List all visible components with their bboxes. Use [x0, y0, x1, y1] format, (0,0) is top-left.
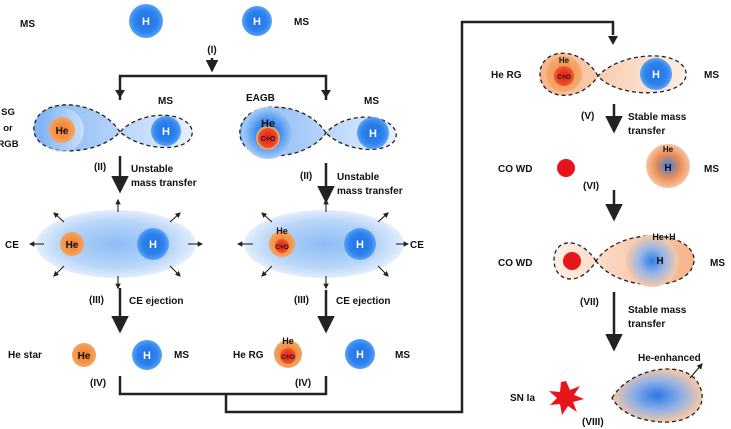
he-core-star	[49, 117, 75, 143]
step-vii: (VII)	[580, 297, 599, 308]
ms-label: MS	[174, 350, 189, 361]
ms-label: MS	[704, 164, 719, 175]
co-label: C+O	[275, 244, 289, 251]
ms-label: MS	[158, 96, 173, 107]
h-label: H	[664, 163, 671, 174]
h-label: H	[356, 239, 364, 251]
co-wd-mass-transfer: He+H H CO WD MS	[498, 232, 725, 287]
co-label: C+O	[261, 136, 276, 143]
unstable-label-left-1: Unstable	[131, 164, 174, 175]
step-i: (I)	[207, 45, 216, 56]
step-ii-right: (II)	[300, 171, 312, 182]
co-label: C+O	[281, 354, 295, 361]
roche-lobe-left: He H MS SG or RGB	[0, 96, 193, 152]
stable-label-vii-1: Stable mass	[628, 305, 687, 316]
rgb-label: RGB	[0, 139, 19, 150]
stable-label-v-2: transfer	[628, 126, 665, 137]
he-plus-h-label: He+H	[652, 232, 675, 242]
co-wd-ms-pair: CO WD He H MS (VI)	[498, 144, 719, 192]
unstable-label-left-2: mass transfer	[131, 178, 197, 189]
h-label: H	[149, 239, 157, 251]
he-rg-binary: He RG He C+O H MS (IV)	[233, 336, 410, 389]
ms-label: MS	[704, 70, 719, 81]
h-label: H	[143, 350, 151, 362]
he-label: He	[66, 240, 79, 251]
h-label: H	[369, 128, 377, 140]
ms-companion	[151, 116, 181, 146]
step-iii-right: (III)	[294, 295, 309, 306]
sn-ia-label: SN Ia	[510, 393, 535, 404]
roche-lobe-right: C+O He H EAGB MS	[239, 93, 397, 159]
he-label: He	[276, 226, 288, 236]
he-label: He	[282, 336, 294, 346]
step-vi: (VI)	[583, 181, 599, 192]
step-iv-left: (IV)	[90, 378, 106, 389]
h-label: H	[162, 126, 170, 138]
ce-label-right: CE	[410, 240, 424, 251]
he-rg-label: He RG	[491, 70, 522, 81]
ce-ejection-left: CE ejection	[129, 296, 183, 307]
sn-ia-outcome: SN Ia He-enhanced (VIII)	[510, 353, 703, 428]
he-label: He	[261, 118, 275, 130]
he-label: He	[78, 351, 91, 362]
ms-label: MS	[395, 350, 410, 361]
stable-label-vii-2: transfer	[628, 319, 665, 330]
h-label: H	[356, 349, 364, 361]
he-label: He	[559, 56, 570, 65]
co-wd-label: CO WD	[498, 164, 532, 175]
he-rg-label: He RG	[233, 350, 264, 361]
unstable-label-right-1: Unstable	[337, 172, 380, 183]
step-v: (V)	[581, 111, 594, 122]
eagb-label: EAGB	[246, 93, 275, 104]
ms-star-top-left	[129, 4, 163, 38]
ce-ejection-right: CE ejection	[336, 296, 390, 307]
supernova-burst-icon	[549, 381, 584, 415]
initial-binary: MS H H MS (I)	[20, 4, 309, 56]
he-rg-mass-transfer: He C+O H He RG MS	[491, 52, 719, 96]
h-label: H	[142, 16, 150, 28]
common-envelope-left: He H CE	[5, 198, 204, 290]
ms-star-top-right	[242, 6, 272, 36]
co-wd-label: CO WD	[498, 258, 532, 269]
co-label: C+O	[557, 74, 571, 81]
ms-label-top-left: MS	[20, 19, 35, 30]
he-label: He	[56, 126, 69, 137]
or-label: or	[3, 123, 13, 134]
unstable-label-right-2: mass transfer	[337, 186, 403, 197]
common-envelope-right: He C+O H CE	[236, 198, 424, 290]
he-star-binary: He star He H MS (IV)	[8, 340, 189, 389]
ms-label: MS	[710, 258, 725, 269]
step-viii: (VIII)	[582, 417, 604, 428]
ce-label-left: CE	[5, 240, 19, 251]
step-ii-left: (II)	[94, 162, 106, 173]
h-label: H	[656, 256, 663, 267]
sg-label: SG	[1, 107, 15, 118]
h-label: H	[652, 69, 660, 81]
stable-label-v-1: Stable mass	[628, 112, 687, 123]
h-label: H	[253, 16, 261, 28]
he-star-label: He star	[8, 350, 42, 361]
ms-label-top-right: MS	[294, 17, 309, 28]
he-label: He	[663, 145, 674, 154]
ms-label: MS	[364, 96, 379, 107]
he-enhanced-label: He-enhanced	[638, 353, 701, 364]
flow-lines	[111, 20, 623, 414]
step-iii-left: (III)	[89, 295, 104, 306]
step-iv-right: (IV)	[295, 378, 311, 389]
